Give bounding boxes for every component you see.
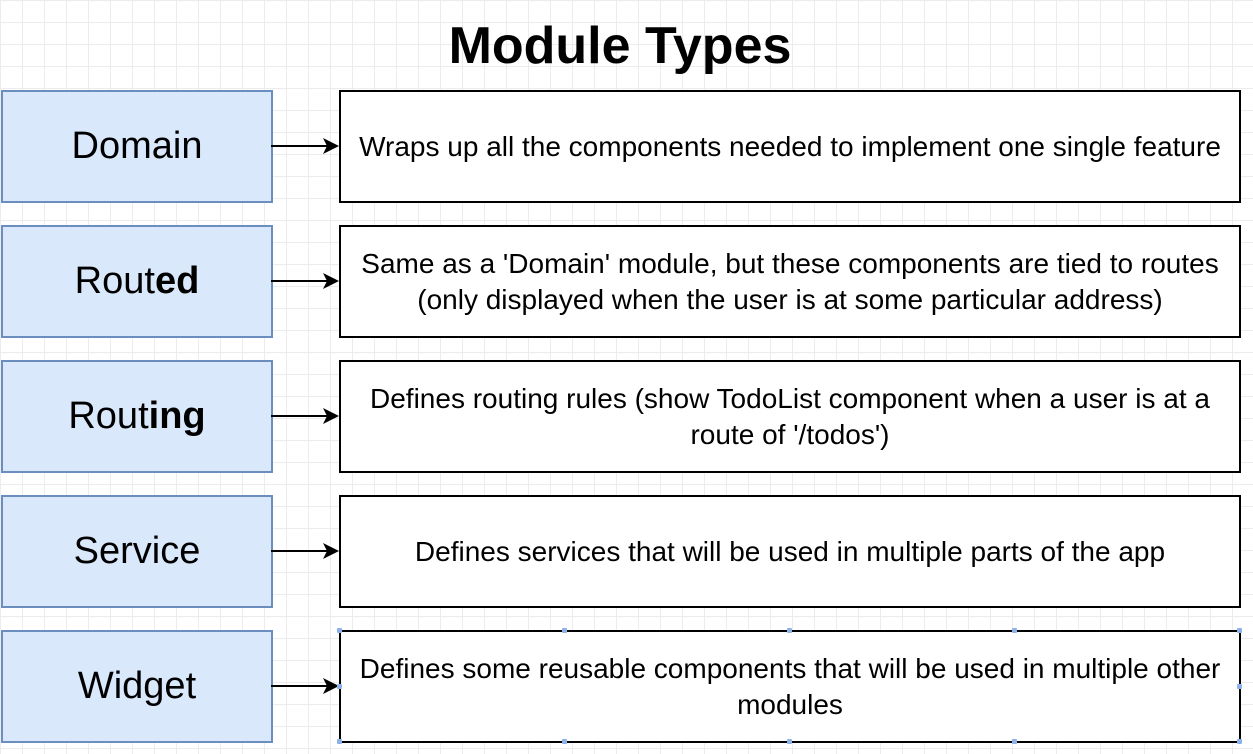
selection-handle[interactable] <box>562 739 567 744</box>
selection-handle[interactable] <box>337 628 342 633</box>
selection-handle[interactable] <box>1012 628 1017 633</box>
module-description-box-routing: Defines routing rules (show TodoList com… <box>339 360 1241 473</box>
connector-arrow <box>271 678 339 694</box>
module-description-box-domain: Wraps up all the components needed to im… <box>339 90 1241 203</box>
selection-handle[interactable] <box>787 628 792 633</box>
module-description-box-routed: Same as a 'Domain' module, but these com… <box>339 225 1241 338</box>
selection-handle[interactable] <box>337 684 342 689</box>
module-description-text: Wraps up all the components needed to im… <box>359 130 1221 162</box>
selection-handle[interactable] <box>337 739 342 744</box>
module-type-label: Routing <box>68 395 205 438</box>
diagram-title: Module Types <box>448 17 792 75</box>
module-type-label-bold-part: ing <box>148 395 206 437</box>
module-type-box-routing: Routing <box>1 360 273 473</box>
module-type-label: Routed <box>75 260 200 303</box>
module-type-label-part: Rout <box>68 395 149 437</box>
selection-handle[interactable] <box>787 739 792 744</box>
module-type-box-widget: Widget <box>1 630 273 743</box>
module-type-label-part: Rout <box>74 260 155 302</box>
selection-handle[interactable] <box>562 628 567 633</box>
selection-handle[interactable] <box>1012 739 1017 744</box>
module-description-text: Defines services that will be used in mu… <box>414 535 1166 567</box>
module-description-box-widget[interactable]: Defines some reusable components that wi… <box>339 630 1241 743</box>
connector-arrow <box>271 543 339 559</box>
module-description-box-service: Defines services that will be used in mu… <box>339 495 1241 608</box>
module-type-label: Widget <box>78 665 196 708</box>
module-type-label-bold-part: ed <box>154 260 200 302</box>
module-type-label: Domain <box>72 125 203 168</box>
selection-handle[interactable] <box>1237 739 1242 744</box>
module-type-label-part: Service <box>73 530 201 572</box>
connector-arrow <box>271 138 339 154</box>
connector-arrow <box>271 408 339 424</box>
module-type-label: Service <box>74 530 201 573</box>
module-type-label-part: Domain <box>71 125 203 167</box>
module-type-label-part: Widget <box>77 665 197 707</box>
selection-handle[interactable] <box>1237 628 1242 633</box>
module-description-text: Same as a 'Domain' module, but these com… <box>361 247 1219 315</box>
module-type-box-service: Service <box>1 495 273 608</box>
module-type-box-domain: Domain <box>1 90 273 203</box>
module-type-box-routed: Routed <box>1 225 273 338</box>
module-description-text: Defines routing rules (show TodoList com… <box>370 382 1210 450</box>
connector-arrow <box>271 273 339 289</box>
selection-handle[interactable] <box>1237 684 1242 689</box>
module-description-text: Defines some reusable components that wi… <box>359 652 1221 720</box>
